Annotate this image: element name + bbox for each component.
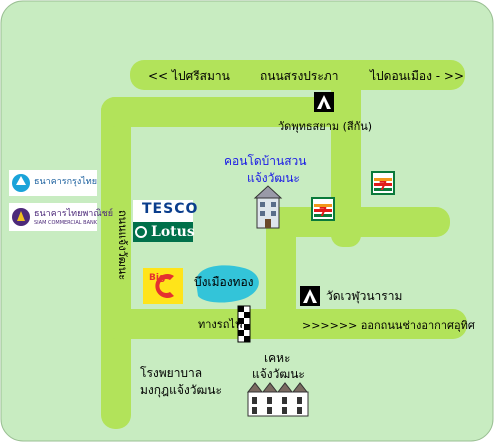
tesco-lotus-logo xyxy=(133,200,193,242)
ktb-bank-logo xyxy=(9,170,97,196)
village-label-line2: แจ้งวัฒนะ xyxy=(252,367,305,381)
rail-label: ทางรถไฟ xyxy=(198,318,243,331)
village-buildings-icon xyxy=(246,382,309,417)
condo-building-icon xyxy=(253,185,283,229)
temple-icon-mid xyxy=(300,286,320,306)
hospital-label-line2: มงกุฎแจ้งวัฒนะ xyxy=(140,383,222,397)
svg-text:7: 7 xyxy=(319,205,327,219)
condo-label-line1: คอนโดบ้านสวน xyxy=(224,154,307,168)
scb-bank-label: ธนาคารไทยพาณิชย์ xyxy=(34,209,114,219)
temple-label-weluwanaram: วัดเวฬุวนาราม xyxy=(326,289,403,303)
pond-label: บึงเมืองทอง xyxy=(194,275,254,289)
seven-eleven-icon-left: 7 xyxy=(311,197,335,221)
ktb-bank-label: ธนาคารกรุงไทย xyxy=(34,177,98,187)
svg-text:Big: Big xyxy=(149,273,165,283)
big-c-logo: Big xyxy=(143,268,183,304)
village-label-line1: เคหะ xyxy=(264,351,291,365)
road-top xyxy=(130,60,465,90)
road-label-to-changakat: >>>>>> ออกถนนช่างอากาศอุทิศ xyxy=(302,319,475,332)
seven-eleven-icon-right: 7 xyxy=(371,171,395,195)
road-label-to-donmueang: ไปดอนเมือง - >> xyxy=(370,69,465,83)
temple-icon-top xyxy=(314,92,334,112)
road-middle xyxy=(270,207,450,237)
scb-bank-english-label: SIAM COMMERCIAL BANK xyxy=(34,220,98,226)
hospital-label-line1: โรงพยาบาล xyxy=(140,366,203,380)
road-bottom xyxy=(101,309,467,339)
rail-crossing-icon xyxy=(237,305,251,343)
road-label-to-sisaman: << ไปศรีสมาน xyxy=(148,69,230,83)
road-connector-top xyxy=(101,97,356,127)
tesco-label: TESCO xyxy=(142,201,199,217)
temple-label-buddhasiam: วัดพุทธสยาม (สีกัน) xyxy=(278,120,373,133)
pond-shape xyxy=(196,265,259,303)
road-vertical-right xyxy=(331,67,361,247)
road-label-songprapa: ถนนสรงประภา xyxy=(260,69,339,83)
scb-bank-logo xyxy=(9,203,97,231)
condo-label-line2: แจ้งวัฒนะ xyxy=(247,171,300,185)
lotus-label: Lotus xyxy=(151,224,195,240)
road-vertical-mid xyxy=(266,207,296,337)
road-left xyxy=(101,97,131,429)
svg-text:7: 7 xyxy=(379,179,387,193)
road-label-chaengwattana: ถนนแจ้งวัฒนะ xyxy=(116,210,129,281)
